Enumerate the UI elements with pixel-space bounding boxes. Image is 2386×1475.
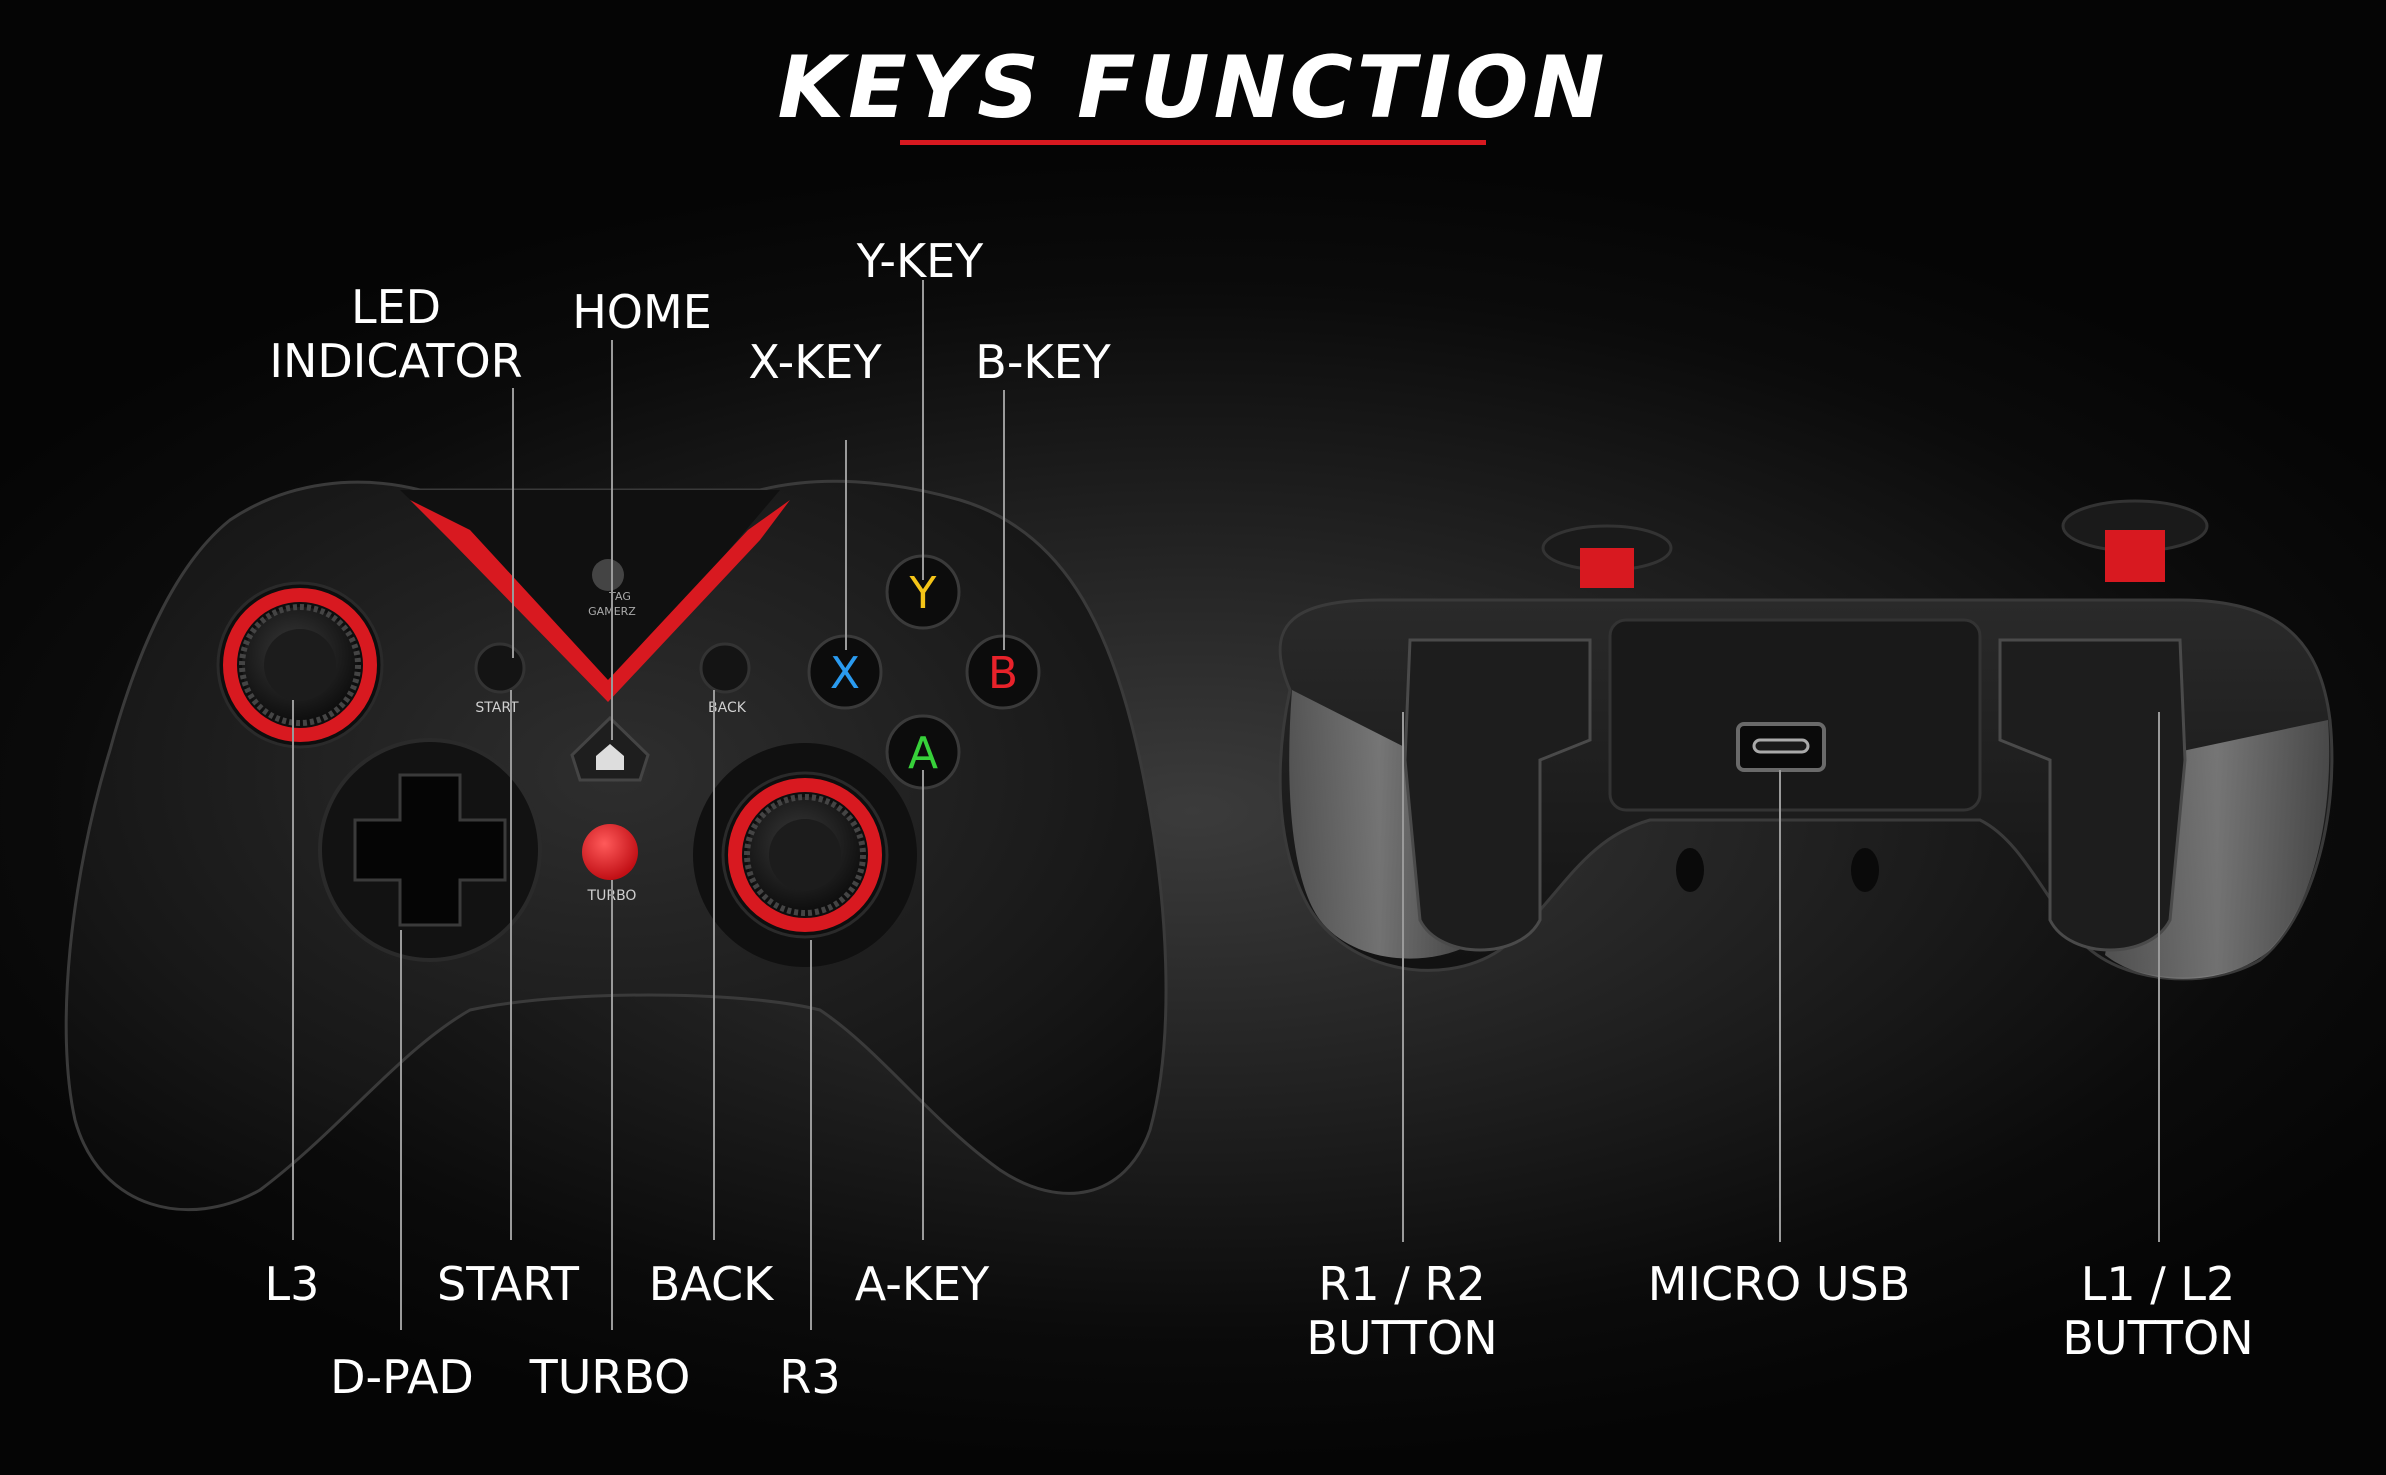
- back-button: [699, 642, 751, 694]
- left-stick: [216, 581, 384, 749]
- pointer-line-b: [1003, 390, 1005, 650]
- pointer-line-back: [713, 690, 715, 1240]
- x-button-letter: X: [830, 648, 860, 699]
- pointer-line-usb: [1779, 770, 1781, 1242]
- label-back: BACK: [648, 1257, 774, 1311]
- label-x-key: X-KEY: [748, 335, 882, 389]
- pointer-line-dpad: [400, 930, 402, 1330]
- title-underline: [900, 140, 1486, 145]
- pointer-line-r1r2: [1402, 712, 1404, 1242]
- pointer-line-turbo: [611, 880, 613, 1330]
- label-l1l2-line1: L1 / L2: [2080, 1257, 2236, 1311]
- label-r3: R3: [779, 1350, 841, 1404]
- pointer-line-home: [611, 340, 613, 740]
- label-r1r2-line1: R1 / R2: [1318, 1257, 1486, 1311]
- start-small-label: START: [475, 700, 519, 716]
- label-turbo: TURBO: [529, 1350, 691, 1404]
- turbo-button: [582, 824, 638, 880]
- pointer-line-a: [922, 770, 924, 1240]
- red-v-accent: [410, 500, 790, 702]
- front-controller: TAG GAMERZ START BACK TURBO: [64, 479, 1168, 1211]
- label-led-line2: INDICATOR: [269, 334, 523, 388]
- label-b-key: B-KEY: [975, 335, 1111, 389]
- label-l3: L3: [264, 1257, 320, 1311]
- pointer-line-x: [845, 440, 847, 650]
- right-stick: [693, 743, 917, 967]
- label-home: HOME: [572, 285, 712, 339]
- pointer-line-l1l2: [2158, 712, 2160, 1242]
- l1-l2-trigger: [1998, 638, 2187, 952]
- label-r1r2-line2: BUTTON: [1306, 1311, 1498, 1365]
- label-led-line1: LED: [350, 280, 442, 334]
- label-led-indicator: LED INDICATOR: [269, 280, 522, 388]
- page-title: KEYS FUNCTION: [777, 38, 1609, 138]
- d-pad: [318, 738, 542, 962]
- brand-logo-icon: [592, 559, 624, 591]
- back-small-label: BACK: [708, 700, 747, 716]
- b-button-letter: B: [988, 648, 1018, 699]
- x-button: X: [807, 634, 883, 710]
- start-button: [474, 642, 526, 694]
- back-controller: [1278, 499, 2334, 981]
- pointer-line-l3: [292, 700, 294, 1240]
- front-top-panel: [400, 490, 780, 690]
- a-button: A: [885, 714, 961, 790]
- home-icon: [596, 744, 624, 770]
- pointer-line-led: [512, 388, 514, 658]
- label-r1-r2: R1 / R2 BUTTON: [1306, 1257, 1497, 1365]
- back-center-block: [1608, 618, 1982, 812]
- label-y-key: Y-KEY: [856, 234, 984, 288]
- back-right-stick: [2061, 499, 2209, 582]
- r1-r2-trigger: [1403, 638, 1592, 952]
- pointer-line-r3: [810, 940, 812, 1330]
- back-left-stick: [1541, 524, 1673, 588]
- label-d-pad: D-PAD: [330, 1350, 474, 1404]
- pointer-line-start: [510, 690, 512, 1240]
- label-l1-l2: L1 / L2 BUTTON: [2062, 1257, 2253, 1365]
- label-a-key: A-KEY: [854, 1257, 990, 1311]
- label-l1l2-line2: BUTTON: [2062, 1311, 2254, 1365]
- pointer-line-y: [922, 280, 924, 580]
- label-micro-usb: MICRO USB: [1647, 1257, 1911, 1311]
- label-start: START: [437, 1257, 579, 1311]
- logo-text-line1: TAG: [608, 590, 631, 603]
